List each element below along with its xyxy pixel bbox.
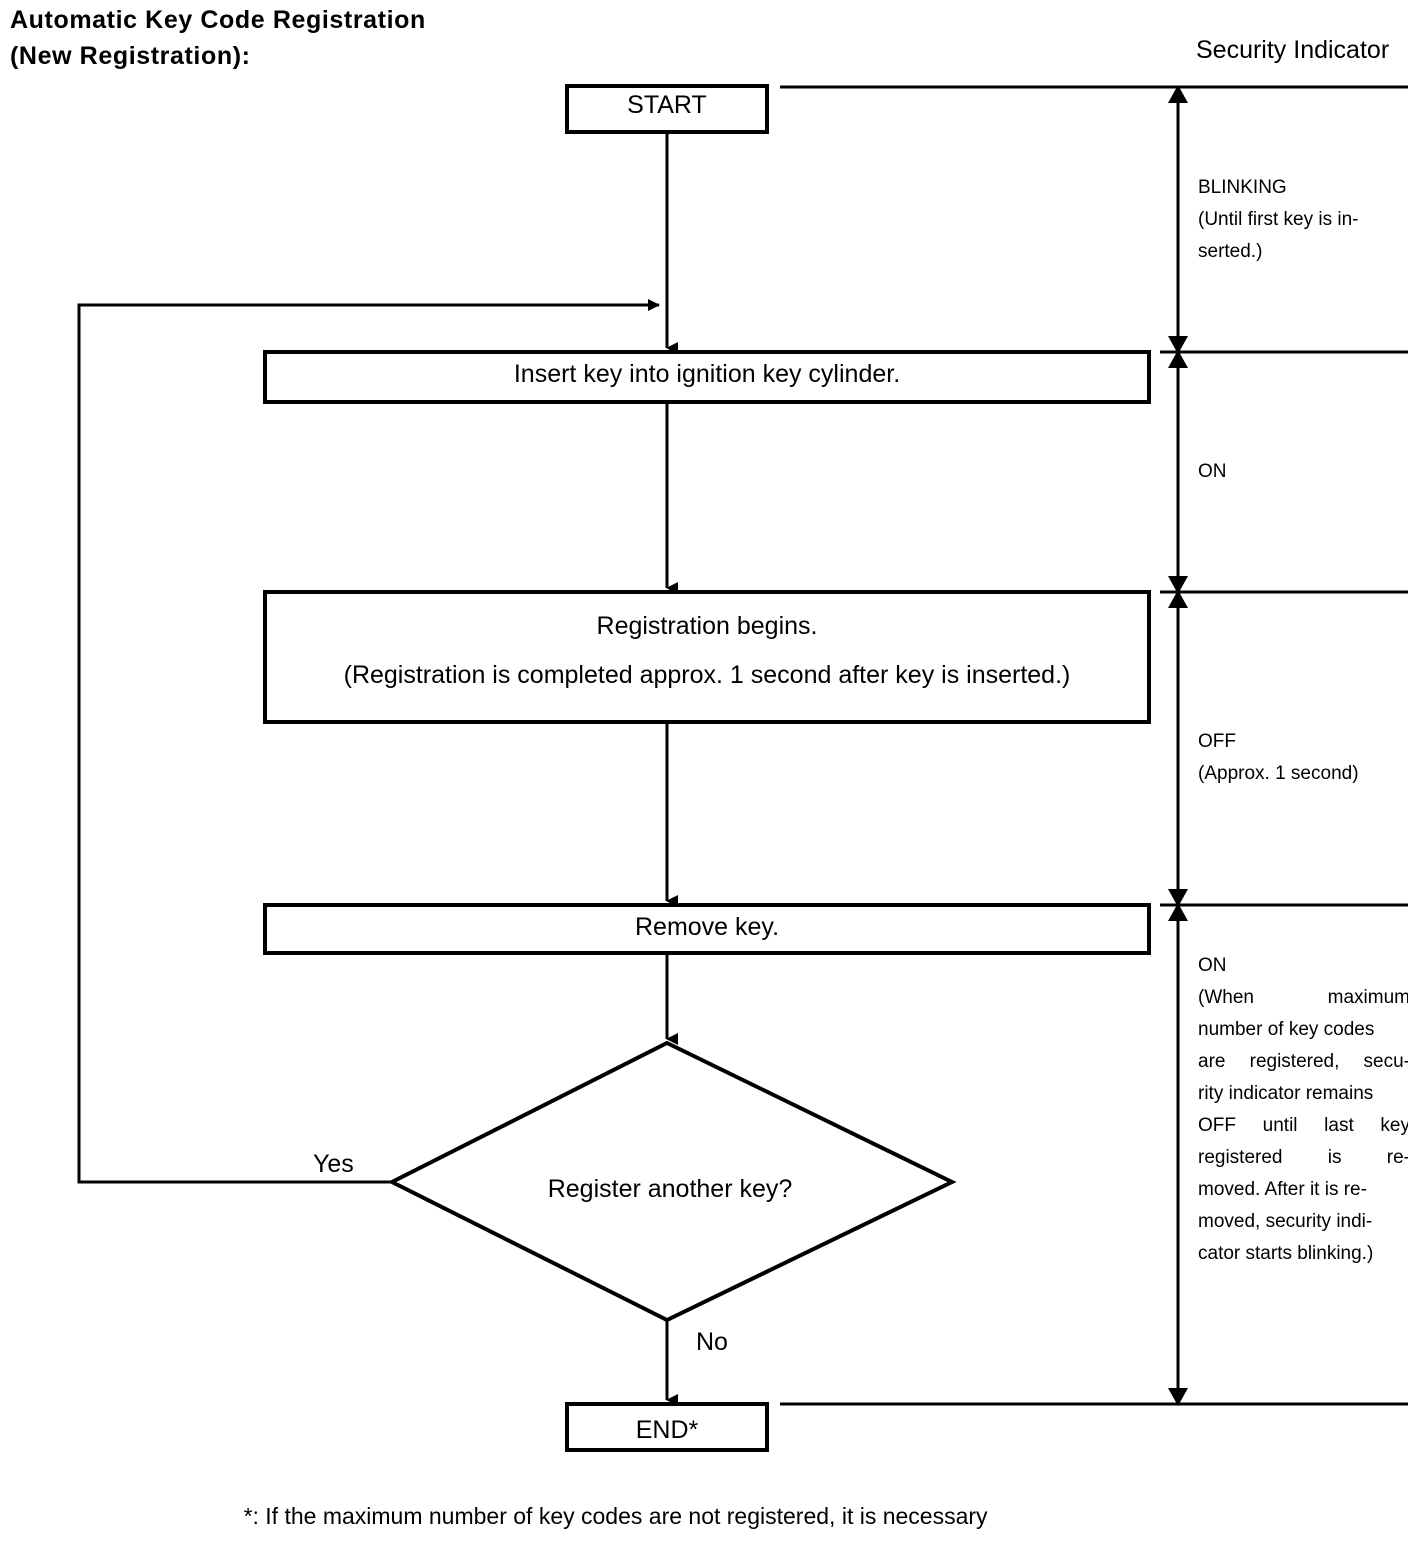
start-node-label: START: [627, 91, 707, 119]
security-indicator-header: Security Indicator: [1196, 36, 1390, 64]
decision-node-label: Register another key?: [547, 1175, 793, 1203]
annotation-detail-line: rity indicator remains: [1198, 1083, 1374, 1104]
branch-label-no: No: [696, 1328, 728, 1356]
page-title: Automatic Key Code Registration: [10, 6, 426, 34]
annotation-state-on-first: ON: [1198, 461, 1227, 482]
annotation-blinking: BLINKING (Until first key is in- serted.…: [1198, 172, 1408, 268]
page-subtitle: (New Registration):: [10, 42, 251, 70]
remove-key-node-label: Remove key.: [634, 913, 780, 941]
span-arrow-off: [1168, 590, 1188, 907]
remove-key-box: [263, 903, 1151, 955]
annotation-detail-line: (When maximum: [1198, 987, 1408, 1008]
annotation-detail-line: are registered, secu-: [1198, 1051, 1408, 1072]
insert-key-box: [263, 350, 1151, 404]
end-node-label: END*: [635, 1416, 699, 1444]
footnote-line1: *: If the maximum number of key codes ar…: [243, 1503, 988, 1529]
span-arrow-on-second: [1168, 903, 1188, 1406]
annotation-off: OFF (Approx. 1 second): [1198, 726, 1408, 790]
annotation-detail-line: OFF until last key: [1198, 1115, 1408, 1136]
annotation-detail-line: (Until first key is in-: [1198, 209, 1359, 230]
annotation-detail-line: registered is re-: [1198, 1147, 1408, 1168]
annotation-detail-line: (Approx. 1 second): [1198, 763, 1359, 784]
insert-key-node-label: Insert key into ignition key cylinder.: [513, 360, 901, 388]
annotation-state-off: OFF: [1198, 731, 1236, 752]
annotation-state-on-second: ON: [1198, 955, 1227, 976]
annotation-detail-line: number of key codes: [1198, 1019, 1375, 1040]
annotation-detail-line: serted.): [1198, 241, 1263, 262]
registration-node-label-line1: Registration begins.: [596, 612, 818, 640]
branch-label-yes: Yes: [313, 1150, 354, 1178]
annotation-state-blinking: BLINKING: [1198, 177, 1287, 198]
annotation-detail-line: moved, security indi-: [1198, 1211, 1373, 1232]
registration-box: [263, 590, 1151, 724]
annotation-detail-line: moved. After it is re-: [1198, 1179, 1367, 1200]
annotation-detail-line: cator starts blinking.): [1198, 1243, 1374, 1264]
span-arrow-on-first: [1168, 350, 1188, 594]
span-arrow-blinking: [1168, 85, 1188, 354]
connector-yes-loopback: [77, 299, 660, 1184]
footnote: *: If the maximum number of key codes ar…: [218, 1462, 1000, 1542]
registration-node-label-line2: (Registration is completed approx. 1 sec…: [343, 661, 1071, 689]
annotation-on-first: ON: [1198, 456, 1408, 488]
annotation-on-second: ON (When maximum number of key codes are…: [1198, 950, 1408, 1270]
